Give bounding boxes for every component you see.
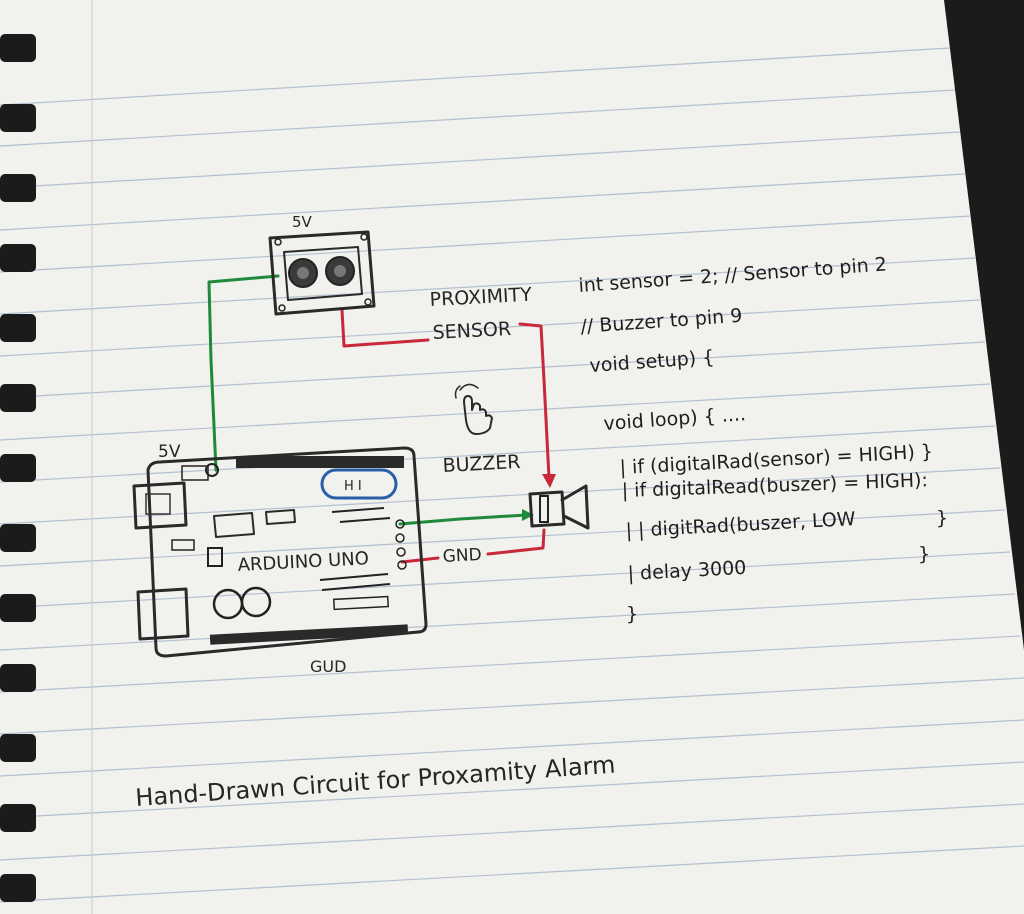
proximity-sensor xyxy=(268,230,376,316)
ruled-lines xyxy=(0,47,1024,903)
green-wire-5v xyxy=(207,274,280,472)
usb-chip-outline xyxy=(320,468,398,500)
pointer-hand-icon xyxy=(454,383,493,435)
code-line-9: } xyxy=(626,603,638,625)
proximity-label: PROXIMITY xyxy=(429,284,533,311)
board-5v-label: 5V xyxy=(158,442,181,462)
code-line-7-brace: } xyxy=(936,507,948,529)
gnd-bottom-label: GUD xyxy=(310,657,346,676)
red-wire-sensor-out xyxy=(340,308,430,348)
code-line-8-brace: } xyxy=(918,543,930,565)
red-arrow-head xyxy=(542,474,556,488)
sensor-label: SENSOR xyxy=(432,318,512,344)
chip-label: H I xyxy=(344,479,362,494)
spiral-binding xyxy=(0,34,36,902)
gnd-right-label: GND xyxy=(442,545,482,567)
buzzer-component xyxy=(528,484,590,530)
sensor-5v-label: 5V xyxy=(292,213,313,231)
red-wire-buzzer xyxy=(518,322,551,480)
buzzer-label: BUZZER xyxy=(442,451,521,477)
green-arrow-head xyxy=(522,509,534,521)
arduino-board xyxy=(132,446,428,658)
wires xyxy=(207,274,556,564)
red-wire-gnd-buzzer xyxy=(486,528,546,556)
